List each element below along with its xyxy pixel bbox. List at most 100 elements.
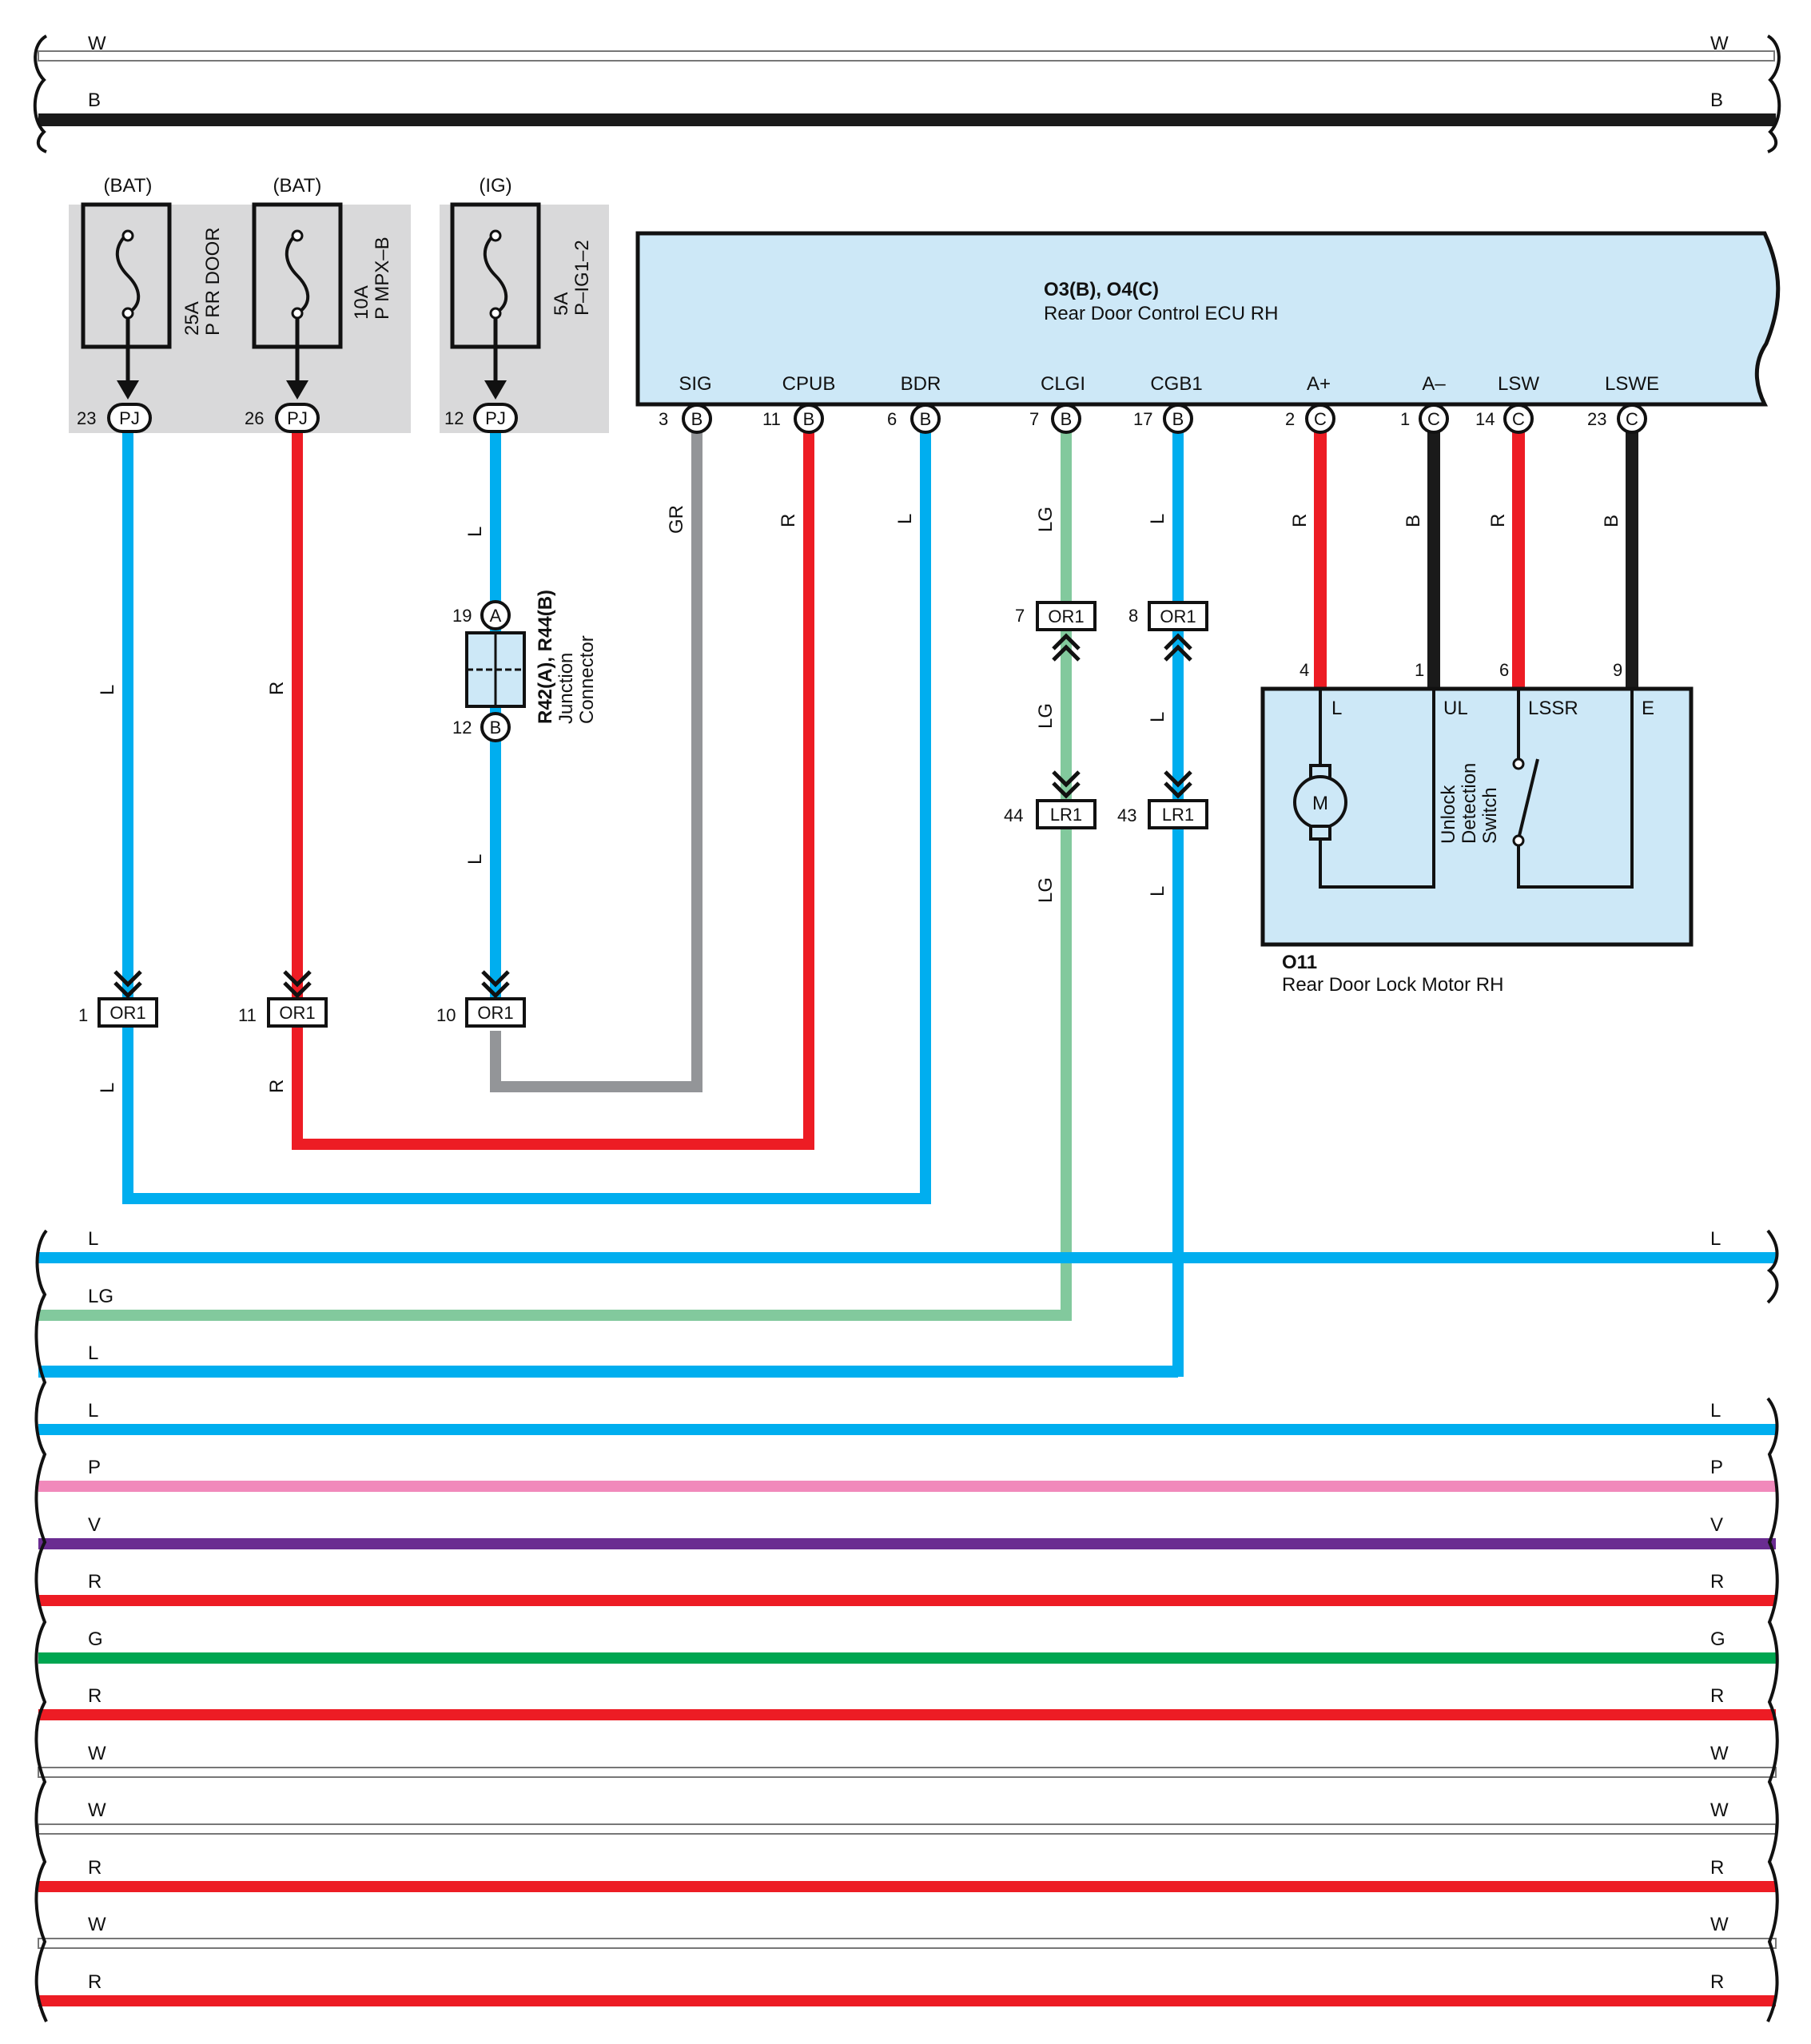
connector-lr1-44: 44 LR1 — [1004, 770, 1097, 829]
connector-code: C — [1512, 409, 1525, 429]
connector-code: C — [1314, 409, 1327, 429]
bus-wire-code: G — [88, 1628, 103, 1650]
connector-code: OR1 — [1160, 606, 1196, 626]
pin-name: L — [1331, 698, 1342, 719]
pin-name: E — [1642, 698, 1654, 719]
terminal-name: LSW — [1498, 373, 1539, 395]
bus-wire-code: W — [88, 1914, 106, 1935]
wire-l-bdr — [122, 431, 931, 1204]
wire-code: L — [894, 514, 916, 524]
bus-wire-l: L — [38, 1342, 1178, 1378]
ecu-terminal-sig: SIG 3 B — [659, 373, 712, 434]
terminal-name: LSWE — [1605, 373, 1659, 395]
switch-label: Switch — [1479, 787, 1501, 844]
fuse-source: (IG) — [479, 175, 511, 197]
bus-break-right-lower — [1766, 1397, 1779, 2022]
wire-code: L — [97, 1083, 118, 1093]
wire-code: L — [1147, 886, 1168, 897]
switch-icon — [1517, 758, 1539, 840]
ecu-terminal-cpub: CPUB 11 B — [762, 373, 836, 434]
connector-pj-23: 23 PJ — [77, 403, 152, 433]
bus-wire-code: L — [1710, 1228, 1721, 1250]
connector-code: OR1 — [109, 1003, 145, 1023]
pin-number: 7 — [1015, 606, 1025, 626]
connector-code: A — [490, 606, 502, 626]
arrow-icon — [286, 380, 308, 400]
pin-number: 19 — [452, 606, 472, 626]
bus-wire-code: W — [88, 1743, 106, 1764]
bus-wire-code: W — [1710, 1743, 1729, 1764]
ecu-terminal-a-minus: A– 1 C — [1400, 373, 1449, 434]
wire-r-cpub — [292, 431, 814, 1150]
pin-number: 4 — [1300, 660, 1309, 680]
inline-connectors: 1 OR1 11 OR1 10 OR1 7 OR1 — [78, 601, 1208, 1028]
motor-code: O11 — [1282, 952, 1317, 973]
pin-number: 7 — [1029, 409, 1039, 429]
fuse-area: (BAT) 25A P RR DOOR (BAT) 10A P MPX–B (I… — [69, 175, 609, 433]
switch-label: Detection — [1459, 763, 1480, 844]
terminal-name: A– — [1422, 373, 1446, 395]
pin-number: 6 — [887, 409, 897, 429]
fuse-rating: 5A — [551, 292, 572, 316]
bus-wire-code: V — [88, 1514, 101, 1536]
pin-number: 12 — [452, 718, 472, 738]
fuse-name: P–IG1–2 — [571, 240, 593, 316]
pin-number: 12 — [444, 408, 464, 428]
connector-code: PJ — [485, 408, 506, 428]
wire-code: L — [1147, 514, 1168, 524]
pin-number: 1 — [78, 1005, 88, 1025]
pin-number: 43 — [1117, 805, 1136, 825]
arrow-icon — [484, 380, 507, 400]
terminal-name: SIG — [679, 373, 711, 395]
connector-code: B — [920, 409, 932, 429]
bus-wire-code: L — [88, 1400, 98, 1422]
bus-wire-code: B — [88, 89, 101, 111]
pin-number: 11 — [762, 409, 781, 429]
bus-wire-code: L — [88, 1342, 98, 1364]
pin-number: 17 — [1133, 409, 1152, 429]
ecu-terminal-a-plus: A+ 2 C — [1285, 373, 1335, 434]
wire-code: L — [464, 527, 486, 537]
terminal-name: CGB1 — [1150, 373, 1202, 395]
ecu-terminal-cgb1: CGB1 17 B — [1133, 373, 1203, 434]
bus-wire-code: W — [88, 1799, 106, 1821]
bus-wire-b: B B — [38, 89, 1776, 126]
bus-wire-code: G — [1710, 1628, 1725, 1650]
fuse-source: (BAT) — [104, 175, 153, 197]
junction-name: Junction — [555, 653, 577, 724]
connector-pj-26: 26 PJ — [245, 403, 320, 433]
connector-lr1-43: 43 LR1 — [1117, 770, 1208, 829]
pin-number: 1 — [1400, 409, 1410, 429]
junction-connector: 19 A 12 B R42(A), R44(B) Junction Connec… — [452, 590, 598, 742]
pin-number: 11 — [238, 1005, 257, 1025]
wire-code: GR — [666, 505, 687, 534]
bus-wire-code: W — [88, 33, 106, 54]
terminal-name: CPUB — [782, 373, 836, 395]
bus-wire-code: V — [1710, 1514, 1723, 1536]
ecu-terminal-lswe: LSWE 23 C — [1587, 373, 1659, 434]
connector-code: LR1 — [1162, 805, 1194, 825]
bus-wire-code: LG — [88, 1286, 113, 1307]
ecu-code: O3(B), O4(C) — [1044, 279, 1159, 300]
bus-wire-code: B — [1710, 89, 1723, 111]
pin-number: 23 — [1587, 409, 1606, 429]
pj-connectors: 23 PJ 26 PJ 12 PJ — [77, 403, 518, 433]
pin-number: 6 — [1499, 660, 1509, 680]
wire-code: R — [778, 514, 799, 527]
bus-break-right-upper — [1766, 1229, 1779, 1304]
connector-code: B — [803, 409, 815, 429]
connector-code: OR1 — [279, 1003, 315, 1023]
wire-code: L — [1147, 712, 1168, 722]
terminal-name: BDR — [901, 373, 941, 395]
connector-code: B — [691, 409, 703, 429]
motor-name: Rear Door Lock Motor RH — [1282, 974, 1503, 996]
connector-or1-8: 8 OR1 — [1128, 601, 1208, 662]
